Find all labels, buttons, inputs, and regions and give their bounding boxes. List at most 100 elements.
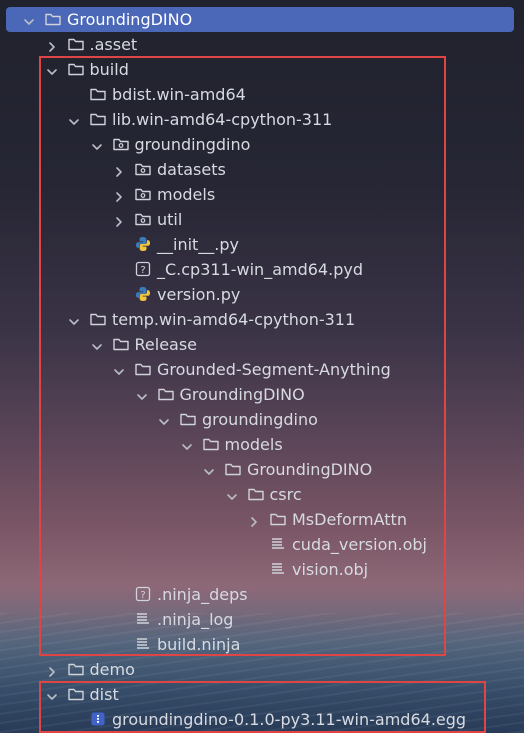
chevron-down-icon[interactable]	[68, 313, 80, 325]
tree-item-label: bdist.win-amd64	[112, 85, 246, 104]
unknown-file-icon: ?	[134, 260, 152, 278]
tree-item-label: build	[89, 60, 129, 79]
chevron-down-icon[interactable]	[113, 363, 125, 375]
highlight-box-dist	[39, 681, 486, 733]
folder-icon	[67, 685, 85, 703]
highlight-box-build	[39, 56, 446, 656]
tree-folder-row[interactable]: models	[0, 182, 524, 207]
tree-folder-row[interactable]: MsDeformAttn	[0, 507, 524, 532]
chevron-down-icon[interactable]	[226, 488, 238, 500]
chevron-down-icon[interactable]	[68, 113, 80, 125]
tree-folder-row[interactable]: build	[0, 57, 524, 82]
folder-icon	[67, 660, 85, 678]
tree-item-label: vision.obj	[292, 560, 369, 579]
chevron-down-icon[interactable]	[46, 688, 58, 700]
tree-file-row[interactable]: .ninja_log	[0, 607, 524, 632]
tree-item-label: demo	[89, 660, 135, 679]
folder-icon	[89, 85, 107, 103]
tree-folder-row[interactable]: groundingdino	[0, 407, 524, 432]
tree-file-row[interactable]: vision.obj	[0, 557, 524, 582]
text-file-icon	[134, 635, 152, 653]
python-file-icon	[134, 235, 152, 253]
tree-folder-row[interactable]: groundingdino	[0, 132, 524, 157]
svg-text:?: ?	[140, 265, 145, 276]
chevron-right-icon[interactable]	[248, 513, 260, 527]
tree-folder-row[interactable]: .asset	[0, 32, 524, 57]
folder-icon	[67, 35, 85, 53]
chevron-down-icon[interactable]	[91, 338, 103, 350]
folder-icon	[112, 335, 130, 353]
tree-folder-row[interactable]: GroundingDINO	[0, 457, 524, 482]
chevron-down-icon[interactable]	[136, 388, 148, 400]
tree-item-label: models	[224, 435, 283, 454]
tree-file-row[interactable]: build.ninja	[0, 632, 524, 657]
chevron-down-icon[interactable]	[46, 63, 58, 75]
tree-folder-row[interactable]: bdist.win-amd64	[0, 82, 524, 107]
tree-folder-row[interactable]: temp.win-amd64-cpython-311	[0, 307, 524, 332]
folder-icon	[247, 485, 265, 503]
folder-icon	[44, 10, 62, 28]
background-sea	[0, 613, 524, 733]
tree-item-label: version.py	[157, 285, 241, 304]
tree-folder-row[interactable]: Release	[0, 332, 524, 357]
package-folder-icon	[134, 160, 152, 178]
package-folder-icon	[112, 135, 130, 153]
tree-item-label: lib.win-amd64-cpython-311	[112, 110, 333, 129]
folder-icon	[224, 460, 242, 478]
tree-item-label: MsDeformAttn	[292, 510, 407, 529]
tree-item-label: _C.cp311-win_amd64.pyd	[157, 260, 363, 279]
folder-icon	[89, 110, 107, 128]
tree-item-label: .asset	[89, 35, 138, 54]
tree-folder-row[interactable]: datasets	[0, 157, 524, 182]
text-file-icon	[269, 560, 287, 578]
tree-file-row[interactable]: groundingdino-0.1.0-py3.11-win-amd64.egg	[0, 707, 524, 732]
tree-item-label: .ninja_log	[157, 610, 234, 629]
tree-folder-row[interactable]: util	[0, 207, 524, 232]
chevron-right-icon[interactable]	[46, 38, 58, 52]
tree-folder-row[interactable]: demo	[0, 657, 524, 682]
tree-folder-row[interactable]: GroundingDINO	[0, 7, 524, 32]
chevron-right-icon[interactable]	[113, 163, 125, 177]
tree-item-label: GroundingDINO	[247, 460, 373, 479]
tree-item-label: groundingdino	[134, 135, 251, 154]
chevron-down-icon[interactable]	[203, 463, 215, 475]
folder-icon	[269, 510, 287, 528]
chevron-down-icon[interactable]	[91, 138, 103, 150]
tree-item-label: datasets	[157, 160, 226, 179]
tree-file-row[interactable]: version.py	[0, 282, 524, 307]
text-file-icon	[269, 535, 287, 553]
tree-folder-row[interactable]: csrc	[0, 482, 524, 507]
tree-file-row[interactable]: cuda_version.obj	[0, 532, 524, 557]
tree-file-row[interactable]: ? .ninja_deps	[0, 582, 524, 607]
tree-item-label: dist	[89, 685, 119, 704]
folder-icon	[67, 60, 85, 78]
chevron-right-icon[interactable]	[113, 213, 125, 227]
tree-folder-row[interactable]: lib.win-amd64-cpython-311	[0, 107, 524, 132]
tree-file-row[interactable]: ? _C.cp311-win_amd64.pyd	[0, 257, 524, 282]
tree-item-label: GroundingDINO	[179, 385, 305, 404]
tree-file-row[interactable]: __init__.py	[0, 232, 524, 257]
package-folder-icon	[134, 210, 152, 228]
chevron-right-icon[interactable]	[46, 663, 58, 677]
package-folder-icon	[134, 185, 152, 203]
tree-item-label: Release	[134, 335, 198, 354]
tree-folder-row[interactable]: dist	[0, 682, 524, 707]
python-file-icon	[134, 285, 152, 303]
chevron-down-icon[interactable]	[23, 13, 35, 25]
folder-icon	[179, 410, 197, 428]
tree-item-label: temp.win-amd64-cpython-311	[112, 310, 356, 329]
tree-folder-row[interactable]: Grounded-Segment-Anything	[0, 357, 524, 382]
tree-folder-row[interactable]: models	[0, 432, 524, 457]
tree-item-label: models	[157, 185, 216, 204]
unknown-file-icon: ?	[134, 585, 152, 603]
tree-item-label: __init__.py	[157, 235, 240, 254]
tree-folder-row[interactable]: GroundingDINO	[0, 382, 524, 407]
chevron-right-icon[interactable]	[113, 188, 125, 202]
text-file-icon	[134, 610, 152, 628]
chevron-down-icon[interactable]	[158, 413, 170, 425]
chevron-down-icon[interactable]	[181, 438, 193, 450]
selection-highlight	[6, 7, 514, 32]
tree-item-label: .ninja_deps	[157, 585, 248, 604]
tree-item-label: util	[157, 210, 183, 229]
tree-item-label: build.ninja	[157, 635, 241, 654]
